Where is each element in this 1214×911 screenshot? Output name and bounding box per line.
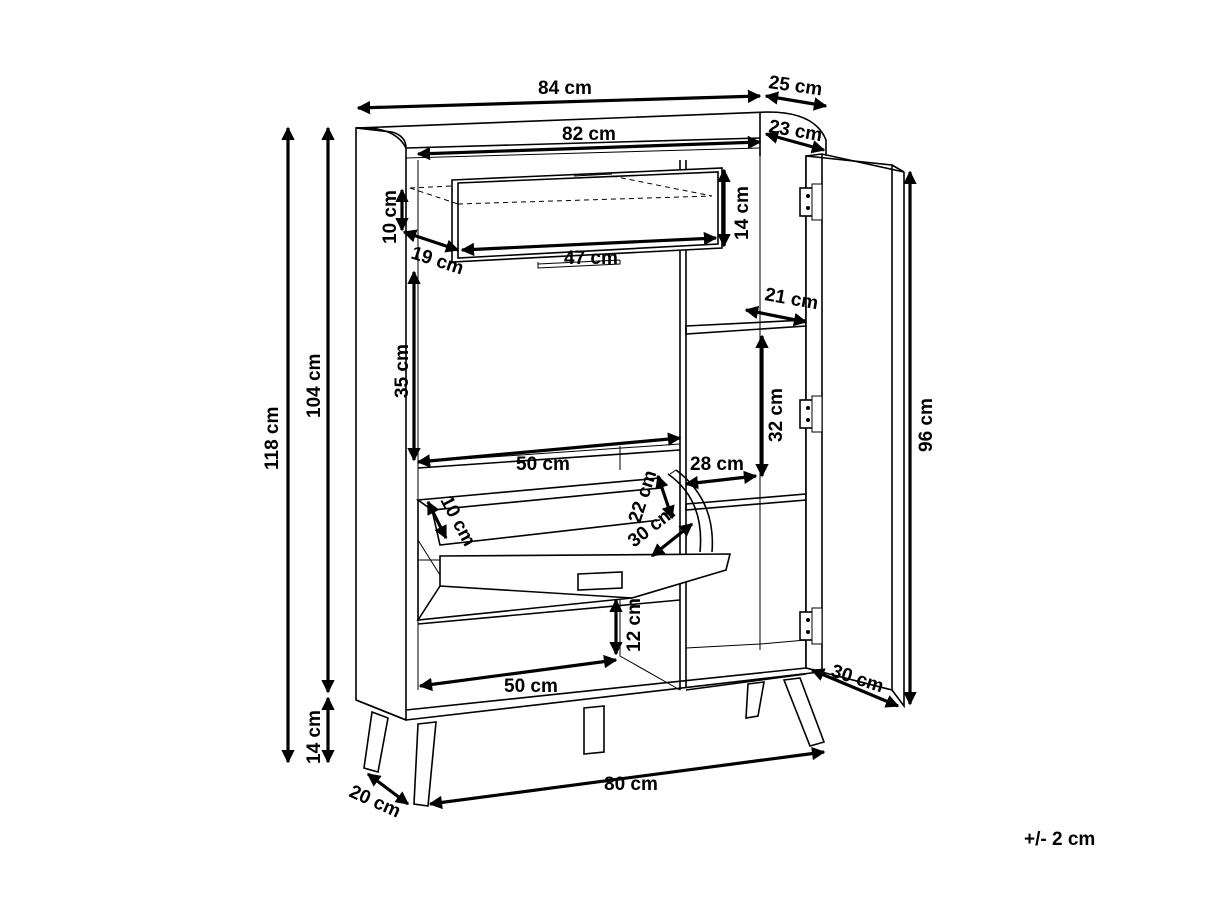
hinge-middle-icon: [799, 395, 823, 433]
label-body-height: 104 cm: [304, 354, 325, 418]
hinge-top-icon: [799, 183, 823, 221]
label-shelf-height: 32 cm: [766, 388, 787, 442]
label-inner-depth: 23 cm: [767, 116, 824, 146]
dimension-arrows: [281, 89, 917, 810]
shoe-flap: [415, 469, 732, 621]
label-inner-width: 82 cm: [562, 124, 616, 145]
tolerance-note: +/- 2 cm: [1024, 829, 1095, 850]
label-door-height: 96 cm: [916, 398, 937, 452]
label-bottom-compartment-height: 12 cm: [624, 598, 645, 652]
label-total-width: 84 cm: [538, 78, 592, 99]
hinge-bottom-icon: [799, 607, 823, 645]
label-leg-span: 80 cm: [604, 774, 658, 795]
legs: [363, 677, 826, 807]
label-total-height: 118 cm: [262, 407, 283, 470]
label-bottom-compartment-width: 50 cm: [504, 676, 558, 697]
label-shelf-depth: 28 cm: [690, 454, 744, 475]
label-open-compartment-width: 50 cm: [516, 454, 570, 475]
label-leg-height: 14 cm: [304, 710, 325, 764]
label-drawer-height: 14 cm: [732, 186, 753, 240]
label-leg-depth: 20 cm: [346, 781, 404, 822]
label-drawer-height-inner: 10 cm: [380, 190, 401, 244]
label-open-compartment-height: 35 cm: [392, 344, 413, 398]
label-drawer-width: 47 cm: [564, 248, 618, 269]
door: [799, 153, 905, 709]
